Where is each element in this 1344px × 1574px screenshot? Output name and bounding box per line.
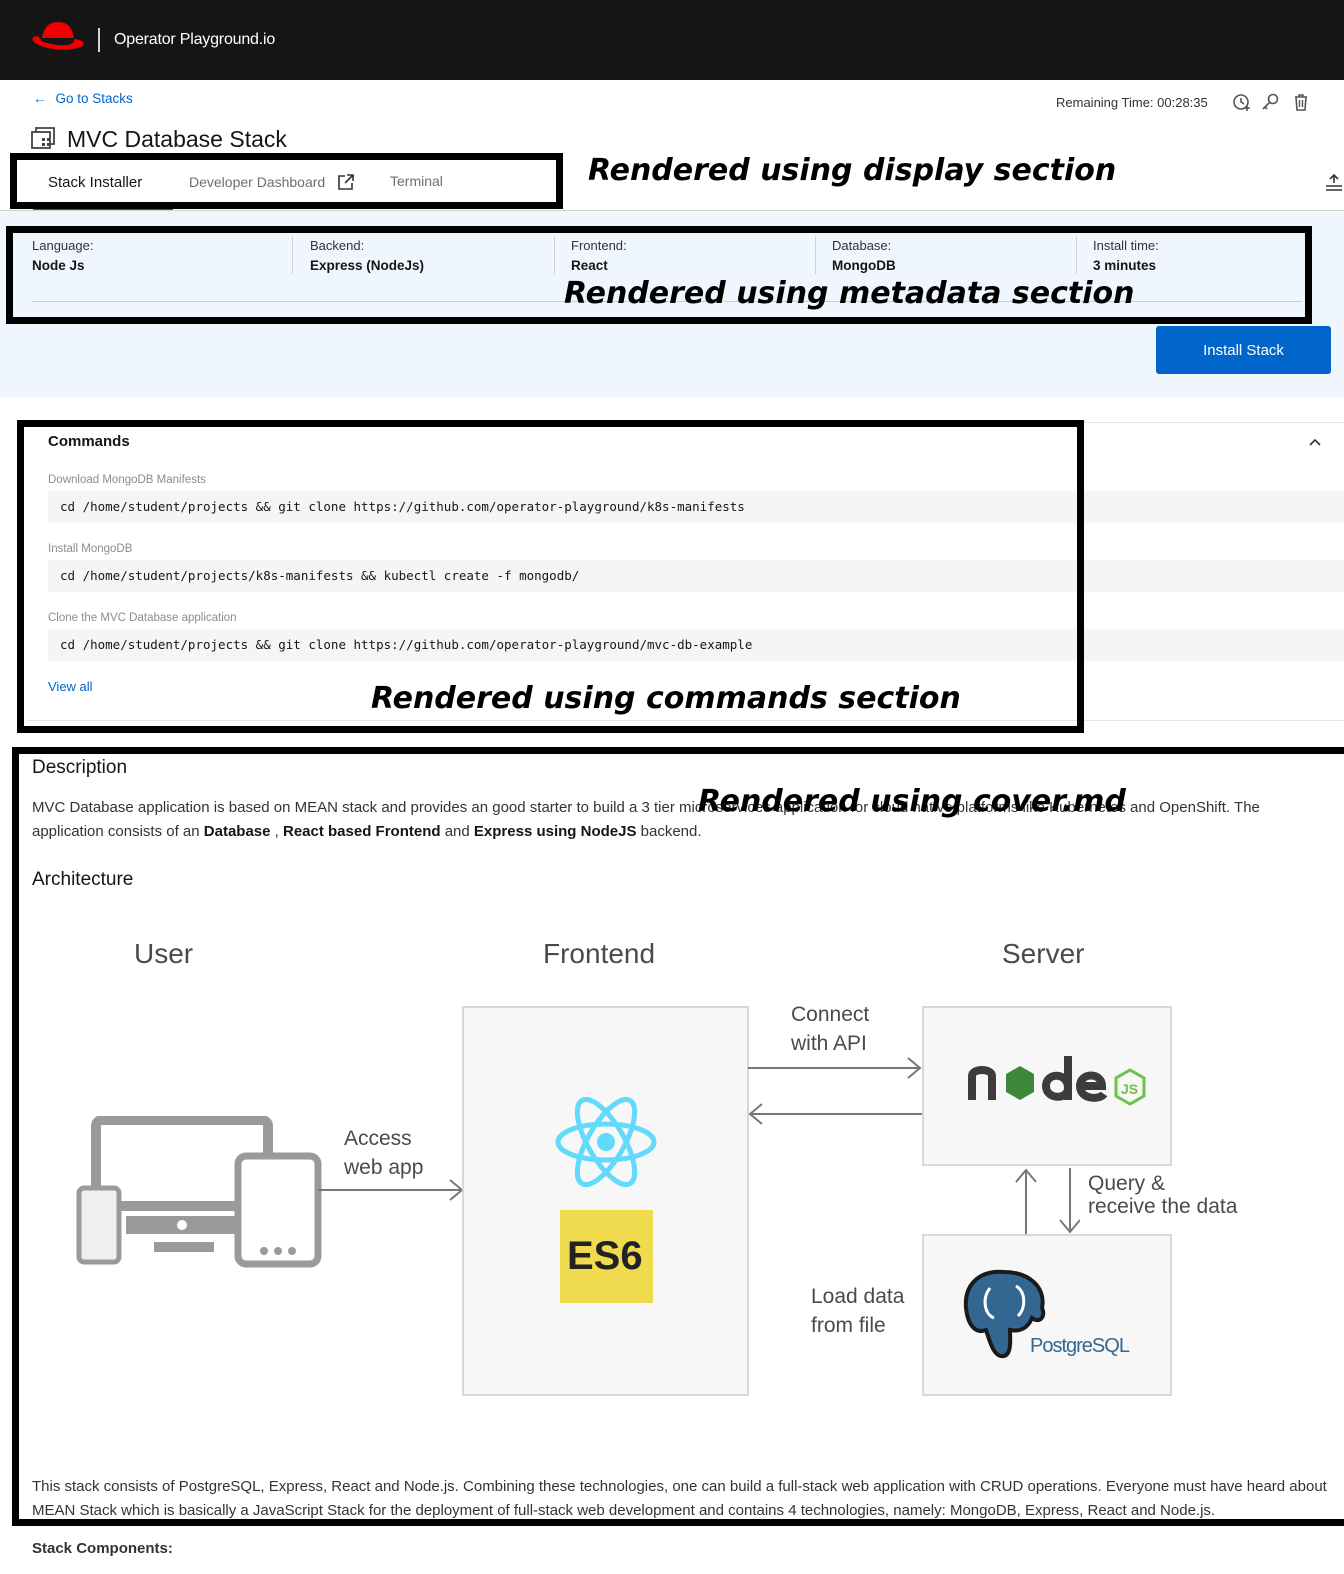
command-label: Download MongoDB Manifests xyxy=(48,474,206,486)
meta-value: React xyxy=(571,258,608,273)
backend-bold: Express using NodeJS xyxy=(473,823,637,840)
description-text-4: backend. xyxy=(636,823,702,840)
meta-database: Database: MongoDB xyxy=(832,238,896,278)
external-link-icon xyxy=(338,174,354,190)
trash-icon[interactable] xyxy=(1291,92,1311,112)
view-all-link[interactable]: View all xyxy=(48,679,93,694)
meta-label: Database: xyxy=(832,238,892,253)
metadata-annotation-label: Rendered using metadata section xyxy=(564,276,1135,311)
query-label: Query & receive the data xyxy=(1088,1172,1237,1218)
meta-install-time: Install time: 3 minutes xyxy=(1093,238,1159,278)
brand-name[interactable]: Operator Playground.io xyxy=(114,31,276,48)
meta-divider xyxy=(32,301,1302,302)
meta-separator xyxy=(1076,236,1077,274)
chevron-up-icon[interactable] xyxy=(1306,434,1324,452)
meta-value: Node Js xyxy=(32,258,85,273)
connect-label: Connect with API xyxy=(791,1000,869,1058)
access-line-2: web app xyxy=(344,1156,424,1179)
database-box xyxy=(922,1234,1172,1396)
nodejs-logo: JS xyxy=(968,1056,1146,1106)
meta-value: 3 minutes xyxy=(1093,258,1157,273)
cover-annotation-label: Rendered using cover.md xyxy=(698,784,1126,819)
commands-annotation-label: Rendered using commands section xyxy=(371,681,961,716)
tab-developer-dashboard-label: Developer Dashboard xyxy=(189,174,326,190)
display-annotation-label: Rendered using display section xyxy=(588,153,1117,188)
description-text: MVC Database application is based on MEA… xyxy=(32,796,1322,844)
key-icon[interactable] xyxy=(1260,92,1280,112)
tab-stack-installer[interactable]: Stack Installer xyxy=(48,174,143,191)
page-title: MVC Database Stack xyxy=(67,126,287,152)
redhat-logo[interactable] xyxy=(30,18,86,60)
access-arrow xyxy=(318,1179,464,1201)
load-line-1: Load data xyxy=(811,1285,905,1308)
meta-label: Frontend: xyxy=(571,238,627,253)
description-text-1: MVC Database application is based on MEA… xyxy=(32,799,1260,840)
es6-logo: ES6 xyxy=(560,1210,653,1303)
meta-separator xyxy=(554,236,555,274)
meta-label: Backend: xyxy=(310,238,365,253)
install-stack-button[interactable]: Install Stack xyxy=(1156,326,1331,374)
meta-frontend: Frontend: React xyxy=(571,238,627,278)
meta-value: Express (NodeJs) xyxy=(310,258,425,273)
access-label: Access web app xyxy=(344,1124,423,1182)
commands-title: Commands xyxy=(48,433,130,450)
tab-developer-dashboard[interactable]: Developer Dashboard xyxy=(189,173,355,191)
description-title: Description xyxy=(32,757,128,778)
meta-value: MongoDB xyxy=(832,258,896,273)
architecture-diagram: User Frontend Server Access web app ES6 … xyxy=(30,910,1330,1430)
devices-icon xyxy=(76,1116,322,1268)
connect-line-1: Connect xyxy=(791,1003,870,1026)
diagram-server-label: Server xyxy=(1002,938,1085,969)
tabs-divider xyxy=(0,210,1344,211)
tab-terminal[interactable]: Terminal xyxy=(390,173,443,189)
clock-plus-icon[interactable] xyxy=(1232,92,1252,112)
commands-divider-bottom xyxy=(28,720,1344,721)
logo-divider xyxy=(98,28,100,52)
diagram-frontend-label: Frontend xyxy=(543,938,656,969)
arrow-left-icon: ← xyxy=(33,91,47,106)
command-label: Install MongoDB xyxy=(48,543,133,555)
frontend-box xyxy=(462,1006,749,1396)
upload-icon[interactable] xyxy=(1322,172,1344,194)
react-icon xyxy=(555,1096,657,1188)
es6-text: ES6 xyxy=(567,1234,643,1278)
metadata-panel xyxy=(0,211,1344,397)
api-arrows xyxy=(748,1057,922,1125)
postgresql-text: PostgreSQL xyxy=(1030,1335,1130,1357)
postgresql-elephant-icon xyxy=(963,1269,1046,1359)
meta-label: Language: xyxy=(32,238,94,253)
connect-line-2: with API xyxy=(791,1032,867,1055)
load-label: Load data from file xyxy=(811,1282,904,1340)
meta-backend: Backend: Express (NodeJs) xyxy=(310,238,424,278)
meta-separator xyxy=(815,236,816,274)
remaining-time: Remaining Time: 00:28:35 xyxy=(1056,95,1208,110)
load-line-2: from file xyxy=(811,1314,886,1337)
query-line-1: Query & xyxy=(1088,1172,1166,1195)
architecture-title: Architecture xyxy=(32,869,134,890)
commands-divider-top xyxy=(28,422,1344,423)
query-line-2: receive the data xyxy=(1088,1195,1238,1218)
frontend-bold: React based Frontend xyxy=(283,823,441,840)
command-label: Clone the MVC Database application xyxy=(48,612,237,624)
command-code[interactable]: cd /home/student/projects && git clone h… xyxy=(48,491,1344,523)
description-text-2: , xyxy=(270,823,283,840)
diagram-user-label: User xyxy=(134,938,194,969)
description-text-3: and xyxy=(440,823,474,840)
meta-separator xyxy=(292,236,293,274)
nodejs-js-text: JS xyxy=(1121,1081,1138,1097)
database-bold: Database xyxy=(203,823,271,840)
access-line-1: Access xyxy=(344,1127,412,1150)
meta-label: Install time: xyxy=(1093,238,1159,253)
command-code[interactable]: cd /home/student/projects/k8s-manifests … xyxy=(48,560,1344,592)
go-to-stacks-label: Go to Stacks xyxy=(55,91,133,106)
stack-description: This stack consists of PostgreSQL, Expre… xyxy=(32,1478,1327,1519)
stack-icon xyxy=(31,127,55,149)
meta-language: Language: Node Js xyxy=(32,238,93,278)
query-arrows xyxy=(1015,1168,1080,1234)
top-header: Operator Playground.io xyxy=(0,0,1344,80)
stack-components-heading: Stack Components: xyxy=(32,1540,173,1557)
go-to-stacks-link[interactable]: ← Go to Stacks xyxy=(33,91,133,106)
command-code[interactable]: cd /home/student/projects && git clone h… xyxy=(48,629,1344,661)
